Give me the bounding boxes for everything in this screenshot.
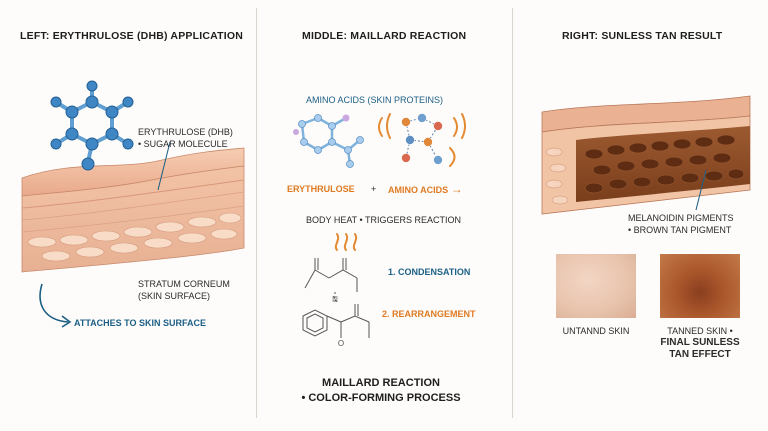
- skin-block-left: [21, 147, 245, 273]
- attach-label: ATTACHES TO SKIN SURFACE: [74, 318, 207, 328]
- svg-text:O: O: [338, 339, 344, 348]
- plus-sign: +: [371, 184, 377, 194]
- tanned-label-2: FINAL SUNLESS: [660, 337, 740, 348]
- tanned-skin-swatch: [660, 254, 740, 318]
- tanned-label-3: TAN EFFECT: [669, 349, 731, 360]
- divider-left: [256, 8, 257, 418]
- tanned-skin-block: [541, 95, 751, 215]
- step-condensation: 1. CONDENSATION: [388, 267, 471, 277]
- layer-label-desc: (SKIN SURFACE): [138, 291, 211, 301]
- amino-title: AMINO ACIDS (SKIN PROTEINS): [306, 95, 444, 105]
- left-header: LEFT: ERYTHRULOSE (DHB) APPLICATION: [20, 30, 244, 42]
- amino-molecule-icon: [293, 114, 364, 168]
- pigment-label-name: MELANOIDIN PIGMENTS: [628, 213, 734, 223]
- footer-subtitle: • COLOR-FORMING PROCESS: [301, 392, 461, 404]
- untanned-label: UNTANND SKIN: [562, 326, 630, 336]
- molecule-pointer: [157, 141, 171, 191]
- tanned-label-1: TANNED SKIN •: [667, 326, 733, 336]
- layer-label-name: STRATUM CORNEUM: [138, 279, 230, 289]
- molecule-icon: [50, 80, 134, 171]
- pigment-label-desc: • BROWN TAN PIGMENT: [628, 225, 732, 235]
- heated-molecule-icon: [378, 113, 466, 167]
- untanned-skin-swatch: [556, 254, 636, 318]
- curved-arrow-icon: [39, 283, 72, 328]
- step-rearrangement: 2. REARRANGEMENT: [382, 309, 476, 319]
- molecule-label-desc: • SUGAR MOLECULE: [138, 139, 228, 149]
- molecule-label-name: ERYTHRULOSE (DHB): [138, 127, 233, 137]
- middle-header: MIDDLE: MAILLARD REACTION: [302, 30, 467, 42]
- footer-title: MAILLARD REACTION: [322, 377, 440, 389]
- heat-label: BODY HEAT • TRIGGERS REACTION: [306, 215, 462, 225]
- right-header: RIGHT: SUNLESS TAN RESULT: [562, 30, 723, 42]
- svg-text:N: N: [332, 295, 338, 304]
- chemical-structure-diagram: N O: [302, 258, 370, 348]
- reactant-erythrulose: ERYTHRULOSE: [287, 184, 355, 194]
- heat-waves-icon: [334, 233, 358, 251]
- divider-right: [512, 8, 513, 418]
- reaction-arrow-icon: →: [450, 182, 463, 196]
- reactant-amino-acids: AMINO ACIDS: [388, 185, 449, 195]
